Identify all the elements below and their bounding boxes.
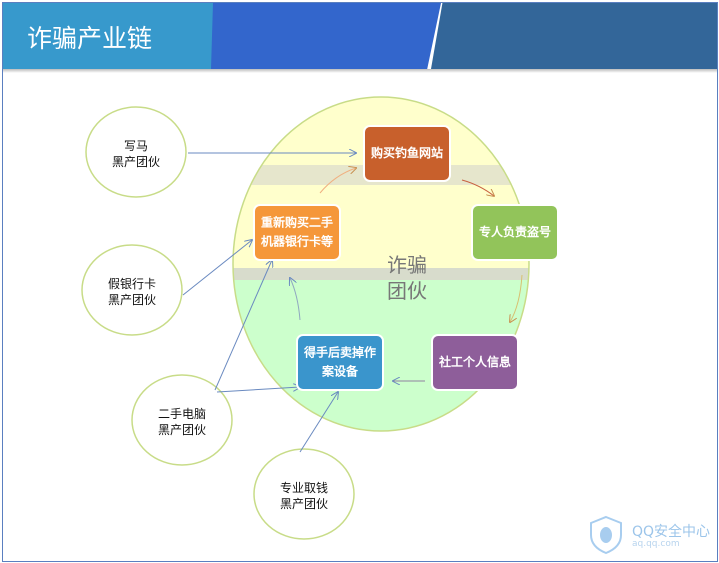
group-label: 专业取钱 <box>280 480 328 495</box>
center-label: 诈骗 <box>387 253 427 277</box>
step-label: 社工个人信息 <box>438 354 511 369</box>
step-label: 重新购买二手 <box>261 215 333 230</box>
shield-icon <box>590 515 622 555</box>
page-title: 诈骗产业链 <box>27 24 153 53</box>
center-label-2: 团伙 <box>387 279 427 303</box>
group-label: 黑产团伙 <box>108 293 156 307</box>
group-label: 黑产团伙 <box>280 497 328 511</box>
step-label: 机器银行卡等 <box>261 234 333 249</box>
group-label: 黑产团伙 <box>112 155 160 169</box>
step-box: 专人负责盗号 <box>471 204 559 261</box>
group-label: 假银行卡 <box>108 277 156 291</box>
step-box: 社工个人信息 <box>431 334 519 391</box>
step-label: 得手后卖掉作 <box>303 345 376 360</box>
header-bar: 诈骗产业链 <box>3 3 717 69</box>
step-label: 案设备 <box>321 364 359 379</box>
step-label: 专人负责盗号 <box>479 224 551 239</box>
step-label: 购买钓鱼网站 <box>371 145 443 160</box>
group-label: 黑产团伙 <box>158 423 206 437</box>
step-box: 购买钓鱼网站 <box>363 125 451 182</box>
group-label: 写马 <box>124 139 148 153</box>
group-label: 二手电脑 <box>158 407 206 421</box>
